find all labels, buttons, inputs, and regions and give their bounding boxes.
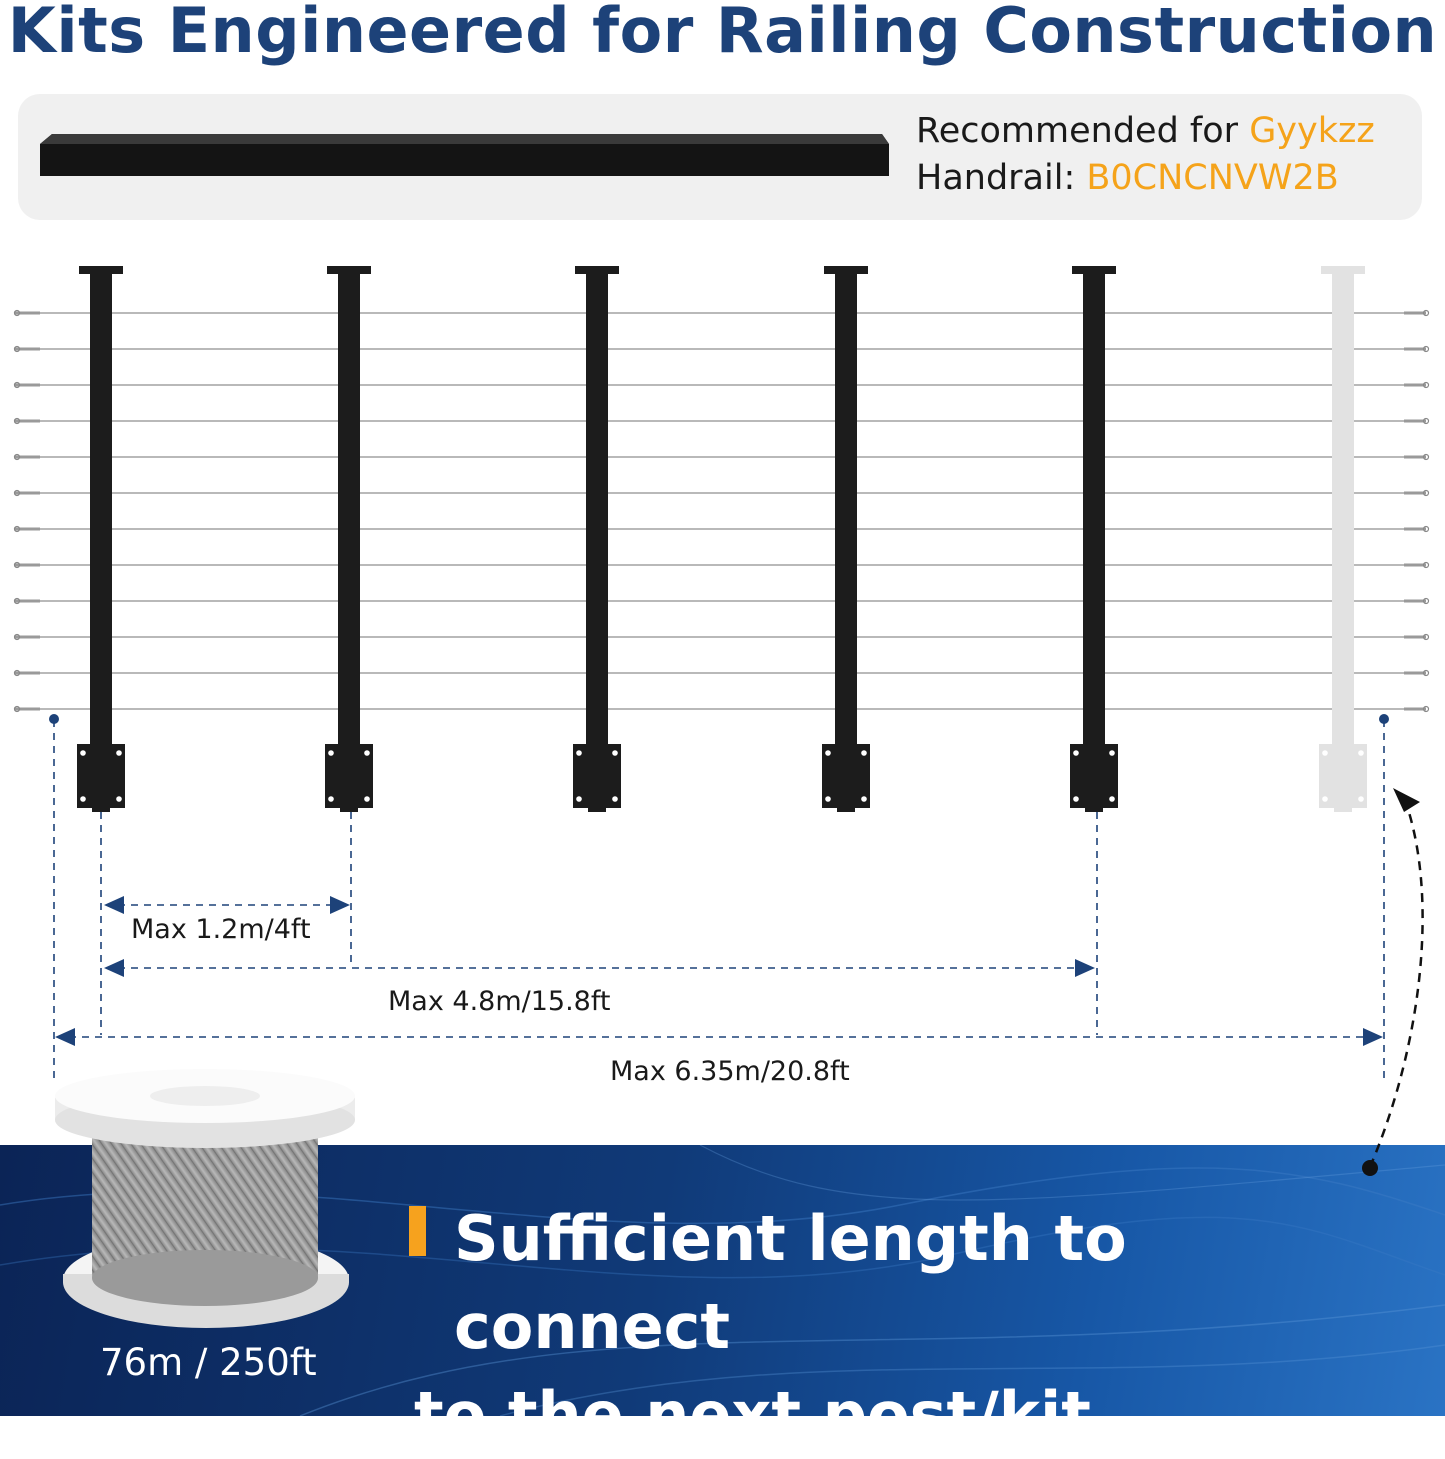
cable-eye-right: [1422, 381, 1430, 389]
post-4: [835, 272, 857, 747]
spool-length-label: 76m / 250ft: [100, 1341, 317, 1384]
post-1-bolt: [116, 796, 122, 802]
post-3-cap: [575, 266, 619, 274]
cable-eye-right: [1422, 669, 1430, 677]
handrail-image: [40, 134, 889, 176]
post-1: [90, 272, 112, 747]
railing-diagram: [13, 266, 1430, 1080]
post-4-bolt: [861, 796, 867, 802]
post-2-bolt: [364, 796, 370, 802]
post-2-bolt: [364, 750, 370, 756]
headline-accent-bar: [409, 1206, 426, 1256]
cable-eye-right: [1422, 705, 1430, 713]
cable-run-dimension-arrow-right: [1363, 1028, 1383, 1046]
post-5-bolt: [1109, 750, 1115, 756]
cable-eye-right: [1422, 417, 1430, 425]
cable-eye-left: [13, 309, 21, 317]
cable-eye-left: [13, 345, 21, 353]
post-1-bolt: [80, 796, 86, 802]
handrail-label: Handrail:: [916, 158, 1087, 198]
cable-eye-right: [1422, 561, 1430, 569]
cable-eye-right: [1422, 633, 1430, 641]
post-4-base-tab: [837, 744, 855, 812]
post-3-bolt: [576, 796, 582, 802]
post-1-bolt: [116, 750, 122, 756]
post-4-bolt: [825, 796, 831, 802]
ghost-post-bolt: [1322, 750, 1328, 756]
post-spacing-label: Max 1.2m/4ft: [131, 914, 311, 945]
post-5-cap: [1072, 266, 1116, 274]
cable-eye-left: [13, 417, 21, 425]
headline-line-1: Sufficient length to connect: [454, 1202, 1127, 1363]
brand-name: Gyykzz: [1249, 111, 1375, 151]
post-5-bolt: [1109, 796, 1115, 802]
cable-end-marker: [1379, 714, 1389, 724]
post-4-bolt: [825, 750, 831, 756]
ghost-post-bolt: [1322, 796, 1328, 802]
kit-span-dimension-arrow-right: [1075, 959, 1095, 977]
post-2-cap: [327, 266, 371, 274]
cable-eye-left: [13, 489, 21, 497]
post-5-bolt: [1073, 750, 1079, 756]
kit-span-label: Max 4.8m/15.8ft: [388, 986, 611, 1017]
handrail-asin: B0CNCNVW2B: [1086, 158, 1339, 198]
banner-headline: Sufficient length to connect to the next…: [414, 1195, 1414, 1459]
ghost-post: [1332, 272, 1354, 747]
cable-eye-right: [1422, 525, 1430, 533]
post-5: [1083, 272, 1105, 747]
post-3: [586, 272, 608, 747]
post-5-base-tab: [1085, 744, 1103, 812]
rec-prefix: Recommended for: [916, 111, 1250, 151]
cable-eye-left: [13, 525, 21, 533]
cable-run-label: Max 6.35m/20.8ft: [610, 1056, 850, 1087]
cable-eye-left: [13, 633, 21, 641]
ghost-post-cap: [1321, 266, 1365, 274]
cable-start-marker: [49, 714, 59, 724]
post-2-bolt: [328, 750, 334, 756]
headline-line-2: to the next post/kit: [414, 1378, 1091, 1451]
post-1-base-tab: [92, 744, 110, 812]
post-3-bolt: [612, 750, 618, 756]
post-1-bolt: [80, 750, 86, 756]
cable-eye-right: [1422, 489, 1430, 497]
page-title: Kits Engineered for Railing Construction: [7, 0, 1438, 67]
cable-eye-left: [13, 669, 21, 677]
cable-eye-left: [13, 597, 21, 605]
cable-eye-left: [13, 453, 21, 461]
post-3-bolt: [612, 796, 618, 802]
cable-eye-left: [13, 705, 21, 713]
cable-eye-right: [1422, 597, 1430, 605]
post-1-cap: [79, 266, 123, 274]
ghost-post-base-tab: [1334, 744, 1352, 812]
post-4-bolt: [861, 750, 867, 756]
post-4-cap: [824, 266, 868, 274]
cable-eye-right: [1422, 345, 1430, 353]
recommendation-text: Recommended for Gyykzz Handrail: B0CNCNV…: [916, 108, 1375, 202]
post-3-base-tab: [588, 744, 606, 812]
post-2-bolt: [328, 796, 334, 802]
kit-span-dimension-arrow-left: [104, 959, 124, 977]
cable-eye-left: [13, 561, 21, 569]
ghost-post-bolt: [1358, 796, 1364, 802]
post-2-base-tab: [340, 744, 358, 812]
cable-spool-image: [55, 1069, 355, 1328]
post-spacing-dimension-arrow-right: [330, 896, 350, 914]
post-5-bolt: [1073, 796, 1079, 802]
post-3-bolt: [576, 750, 582, 756]
cable-eye-right: [1422, 453, 1430, 461]
banner-wave-pattern: [0, 1145, 1445, 1416]
cable-run-dimension-arrow-left: [55, 1028, 75, 1046]
post-2: [338, 272, 360, 747]
cable-eye-right: [1422, 309, 1430, 317]
post-spacing-dimension-arrow-left: [104, 896, 124, 914]
ghost-post-bolt: [1358, 750, 1364, 756]
cable-eye-left: [13, 381, 21, 389]
